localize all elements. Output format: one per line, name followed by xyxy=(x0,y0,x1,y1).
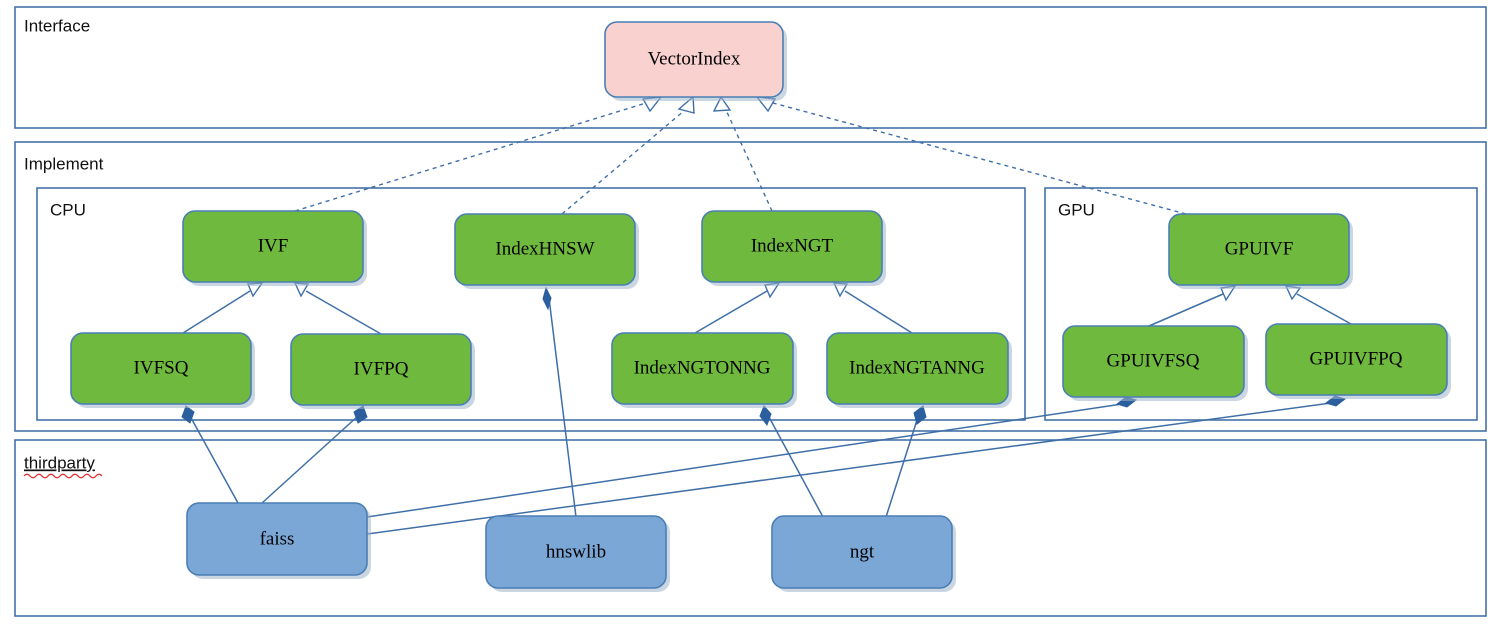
node-label-ngt: ngt xyxy=(850,541,875,562)
node-label-faiss: faiss xyxy=(260,528,295,549)
container-label-cpu: CPU xyxy=(50,200,86,219)
node-ngt[interactable]: ngt xyxy=(771,515,956,592)
edge-ngt-to-indexngtonng xyxy=(759,405,824,518)
spellcheck-squiggle xyxy=(23,473,103,479)
edge-faiss-to-ivfsq xyxy=(181,405,239,504)
node-indexngtonng[interactable]: IndexNGTONNG xyxy=(611,332,797,408)
container-label-gpu: GPU xyxy=(1058,200,1095,219)
node-label-indexngtonng: IndexNGTONNG xyxy=(634,357,771,378)
node-vectorindex[interactable]: VectorIndex xyxy=(604,21,787,101)
node-indexngtanng[interactable]: IndexNGTANNG xyxy=(826,332,1012,408)
node-label-hnswlib: hnswlib xyxy=(546,541,606,562)
container-label-implement: Implement xyxy=(24,154,104,173)
node-indexhnsw[interactable]: IndexHNSW xyxy=(454,213,639,289)
node-faiss[interactable]: faiss xyxy=(186,502,371,579)
node-hnswlib[interactable]: hnswlib xyxy=(485,515,670,592)
node-label-ivf: IVF xyxy=(258,235,289,256)
node-label-vectorindex: VectorIndex xyxy=(648,48,741,69)
node-label-gpuivfsq: GPUIVFSQ xyxy=(1107,350,1200,371)
node-indexngt[interactable]: IndexNGT xyxy=(701,210,886,286)
node-label-gpuivf: GPUIVF xyxy=(1225,238,1294,259)
node-gpuivf[interactable]: GPUIVF xyxy=(1168,213,1353,289)
node-label-indexhnsw: IndexHNSW xyxy=(495,238,594,259)
node-label-gpuivfpq: GPUIVFPQ xyxy=(1310,348,1403,369)
container-label-interface: Interface xyxy=(24,16,90,35)
node-label-indexngt: IndexNGT xyxy=(751,235,834,256)
edge-ngt-to-indexngtanng xyxy=(885,405,927,518)
node-ivfpq[interactable]: IVFPQ xyxy=(290,333,475,409)
edge-hnswlib-to-indexhnsw xyxy=(542,286,577,518)
node-label-ivfpq: IVFPQ xyxy=(354,358,409,379)
node-ivf[interactable]: IVF xyxy=(182,210,367,286)
edge-faiss-to-ivfpq xyxy=(261,405,368,504)
node-gpuivfpq[interactable]: GPUIVFPQ xyxy=(1265,323,1451,399)
node-label-indexngtanng: IndexNGTANNG xyxy=(849,357,985,378)
node-ivfsq[interactable]: IVFSQ xyxy=(70,332,255,408)
container-label-thirdparty: thirdparty xyxy=(24,453,95,472)
edge-indexngt-to-vectorindex xyxy=(712,95,773,212)
node-label-ivfsq: IVFSQ xyxy=(134,357,189,378)
node-gpuivfsq[interactable]: GPUIVFSQ xyxy=(1062,325,1248,401)
